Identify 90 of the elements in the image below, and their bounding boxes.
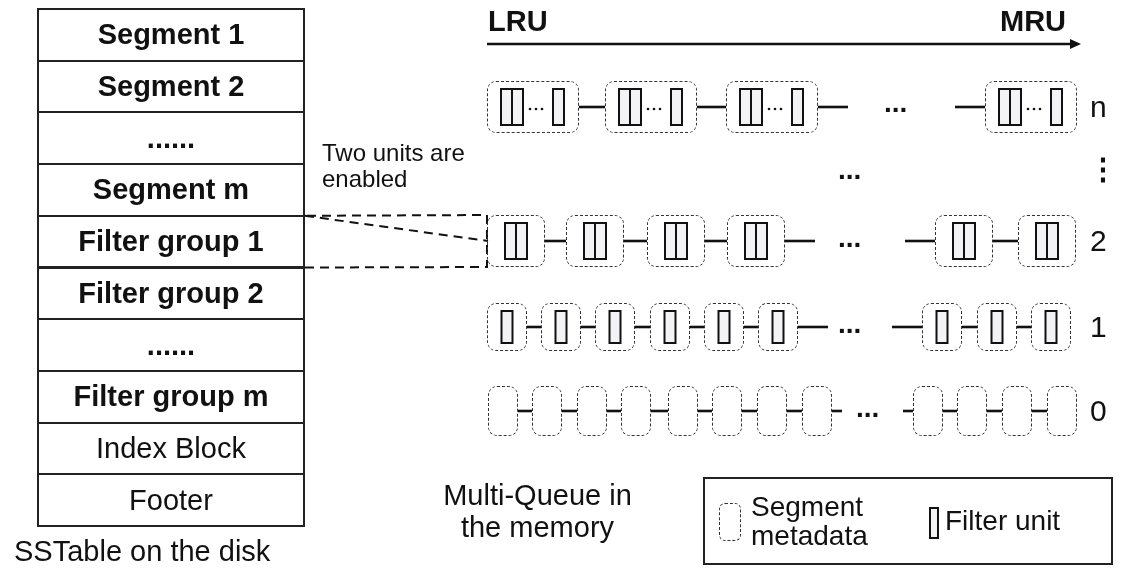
connector-line	[698, 409, 712, 413]
segment-metadata-box	[577, 386, 607, 436]
dashed-leader-line	[304, 214, 489, 269]
segment-metadata-box	[488, 386, 518, 436]
segment-metadata-box	[532, 386, 562, 436]
sstable-block: ......	[37, 111, 305, 166]
connector-line	[785, 239, 815, 243]
connector-line	[798, 325, 828, 329]
sstable-block: Segment 2	[37, 59, 305, 114]
segment-metadata-box	[595, 303, 635, 351]
ellipsis: ...	[856, 393, 880, 424]
connector-line	[624, 239, 647, 243]
connector-line	[818, 105, 848, 109]
segment-metadata-box	[704, 303, 744, 351]
connector-line	[562, 409, 577, 413]
sstable-block: ......	[37, 318, 305, 372]
segment-metadata-box	[935, 215, 993, 267]
segment-metadata-box	[726, 81, 818, 133]
segment-metadata-box	[1031, 303, 1071, 351]
connector-line	[905, 239, 935, 243]
lru-label: LRU	[488, 6, 548, 38]
connector-line	[705, 239, 727, 243]
segment-metadata-box	[487, 215, 545, 267]
sstable-block: Index Block	[37, 421, 305, 476]
connector-line	[744, 325, 758, 329]
sstable-block: Segment 1	[37, 8, 305, 62]
connector-line	[892, 325, 922, 329]
segment-metadata-box	[977, 303, 1017, 351]
connector-line	[1017, 325, 1031, 329]
segment-metadata-box	[647, 215, 705, 267]
caption: Multi-Queue in the memory	[442, 480, 633, 544]
connector-line	[787, 409, 802, 413]
segment-metadata-box	[541, 303, 581, 351]
segment-metadata-box	[957, 386, 987, 436]
connector-line	[962, 325, 977, 329]
segment-metadata-box	[913, 386, 943, 436]
sstable-block: Footer	[37, 473, 305, 527]
connector-line	[742, 409, 757, 413]
legend-label: Segment metadata	[751, 489, 869, 553]
ellipsis: ...	[838, 309, 862, 340]
segment-metadata-box	[922, 303, 962, 351]
sstable-block: Segment m	[37, 163, 305, 217]
segment-metadata-box	[757, 386, 787, 436]
sstable-block: Filter group m	[37, 369, 305, 424]
segment-metadata-box	[487, 303, 527, 351]
segment-metadata-box	[566, 215, 624, 267]
segment-metadata-box	[712, 386, 742, 436]
segment-metadata-box	[985, 81, 1077, 133]
connector-line	[581, 325, 595, 329]
segment-metadata-box	[802, 386, 832, 436]
segment-metadata-box	[487, 81, 579, 133]
segment-metadata-box	[668, 386, 698, 436]
connector-line	[993, 239, 1018, 243]
segment-metadata-box	[727, 215, 785, 267]
sstable-block: Filter group 1	[37, 214, 305, 269]
segment-metadata-box	[758, 303, 798, 351]
queue-level-number: n	[1090, 90, 1107, 123]
legend-label: Filter unit	[945, 504, 1062, 539]
connector-line	[987, 409, 1002, 413]
connector-line	[832, 409, 842, 413]
connector-line	[607, 409, 621, 413]
connector-line	[651, 409, 668, 413]
vertical-ellipsis: ⋮	[1088, 152, 1118, 185]
connector-line	[579, 105, 605, 109]
connector-line	[518, 409, 532, 413]
ellipsis: ...	[884, 88, 908, 119]
annotation-text: Two units are enabled	[322, 140, 466, 193]
ellipsis: ...	[838, 155, 862, 186]
connector-line	[690, 325, 704, 329]
queue-level-number: 0	[1090, 394, 1107, 427]
connector-line	[697, 105, 726, 109]
connector-line	[635, 325, 650, 329]
connector-line	[903, 409, 913, 413]
segment-metadata-box	[621, 386, 651, 436]
queue-level-number: 2	[1090, 224, 1107, 257]
caption: SSTable on the disk	[14, 536, 271, 568]
connector-line	[527, 325, 541, 329]
connector-line	[1032, 409, 1047, 413]
mru-label: MRU	[1000, 6, 1067, 38]
sstable-block: Filter group 2	[37, 266, 305, 321]
ellipsis: ...	[838, 223, 862, 254]
segment-metadata-box	[1018, 215, 1076, 267]
connector-line	[955, 105, 985, 109]
segment-metadata-box	[1002, 386, 1032, 436]
segment-metadata-box	[650, 303, 690, 351]
segment-metadata-box	[605, 81, 697, 133]
segment-metadata-box	[1047, 386, 1077, 436]
connector-line	[943, 409, 957, 413]
queue-level-number: 1	[1090, 310, 1107, 343]
connector-line	[545, 239, 566, 243]
